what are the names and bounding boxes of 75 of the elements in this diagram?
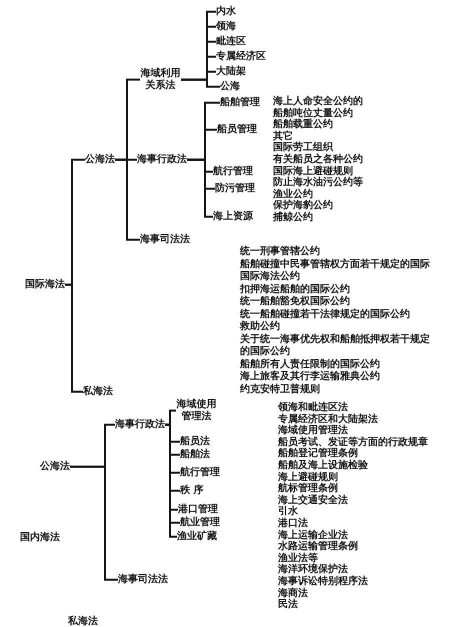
branch-label: 船舶管理 (220, 97, 260, 109)
branch-label: 航业管理 (180, 517, 220, 529)
list-item-text: 海洋环境保护法 (278, 564, 348, 576)
list-item-text: 渔业法等 (278, 552, 318, 564)
list-item-text: 救助公约 (240, 321, 280, 334)
branch-label: 海事行政法 (137, 154, 187, 166)
list-item-text: 扣押海运船舶的国际公约 (240, 284, 350, 296)
branch-label: 防污管理 (215, 183, 255, 195)
list-item-text: 防止海水油污公约等 (273, 177, 363, 188)
bracket-line (181, 78, 220, 88)
list-item-text: 统一船舶豁免权国际公约 (240, 296, 350, 308)
branch-label: 国际海法 (25, 279, 65, 291)
branch-label: 大陆架 (216, 66, 246, 78)
branch-label: 海域利用关系法 (140, 68, 181, 92)
list-item-text: 海上人命安全公约的 (273, 96, 363, 108)
list-item-text: 约克安特卫普规则 (240, 384, 320, 396)
bracket-line (115, 158, 140, 241)
category-label: 私海法 (68, 616, 98, 627)
branch-label: 渔业矿藏 (177, 531, 217, 543)
list-item-text: 国际劳工组织 (273, 142, 333, 154)
list-item-text: 船员考试、发证等方面的行政规章 (278, 436, 428, 448)
bracket-line (187, 158, 213, 218)
branch-label: 内水 (216, 6, 236, 18)
list-item-text: 捕鲸公约 (273, 212, 313, 224)
list-item-text: 民法 (278, 599, 298, 611)
branch-label: 秩 序 (180, 485, 204, 497)
list-item-text: 船舶及海上设施检验 (278, 460, 368, 472)
list-item-text: 船舶碰撞中民事管辖权方面若干规定的国际 (240, 258, 430, 270)
branch-label: 专属经济区 (216, 51, 266, 63)
category-label: 国内海法 (20, 532, 60, 544)
branch-label: 海事行政法 (115, 419, 165, 431)
list-item-text: 海上旅客及其行李运输雅典公约 (240, 371, 380, 383)
branch-label: 船舶法 (180, 449, 210, 461)
list-item-text: 海事诉讼特别程序法 (278, 576, 368, 587)
branch-label: 航行管理 (213, 166, 253, 178)
branch-label: 公海 (220, 81, 240, 93)
list-item-text: 国际海上避碰规则 (273, 166, 353, 177)
branch-label: 毗连区 (216, 36, 246, 48)
branch-label: 公海法 (85, 154, 115, 166)
list-item-text: 渔业公约 (273, 188, 313, 200)
list-item-text: 专属经济区和大陆架法 (278, 414, 378, 425)
list-item-text: 领海和毗连区法 (278, 402, 348, 413)
branch-label: 海域使用管理法 (176, 399, 217, 422)
list-item-text: 船舶吨位丈量公约 (273, 108, 353, 119)
list-item-text: 统一船舶碰撞若干法律规定的国际公约 (240, 308, 410, 320)
list-item-text: 海上避碰规则 (278, 472, 338, 483)
branch-label: 港口管理 (178, 504, 218, 516)
list-item-text: 海商法 (278, 588, 308, 598)
list-item-text: 统一刑事管辖公约 (240, 246, 320, 258)
list-item-text: 水路运输管理条例 (278, 541, 358, 552)
bracket-line (65, 284, 83, 393)
branch-label: 海上资源 (213, 211, 253, 223)
branch-label: 领海 (216, 21, 236, 33)
branch-label: 海事司法法 (118, 574, 168, 586)
branch-label: 船员法 (180, 436, 210, 448)
list-item-text: 关于统一海事优先权和船舶抵押权若干规定的国际公约 (240, 334, 431, 358)
list-item-text: 海上交通安全法 (278, 494, 348, 506)
branch-label: 航行管理 (180, 467, 220, 479)
list-item-text: 船舶所有人责任限制的国际公约 (240, 358, 380, 370)
branch-label: 船员管理 (217, 124, 257, 136)
branch-label: 海事司法法 (140, 234, 190, 246)
list-item-text: 有关船员之各种公约 (273, 154, 363, 166)
bracket-line (70, 466, 118, 581)
branch-label: 公海法 (40, 461, 70, 473)
list-item-text: 引水 (278, 506, 298, 518)
list-item-text: 航标管理条例 (278, 483, 338, 494)
list-item-text: 国际海法公约 (240, 271, 300, 284)
list-item-text: 其它 (273, 130, 293, 142)
list-item-text: 船舶登记管理条例 (278, 448, 358, 460)
list-item-text: 港口法 (278, 518, 308, 530)
list-item-text: 海域使用管理法 (278, 425, 348, 436)
list-item-text: 保护海豹公约 (273, 200, 333, 212)
list-item-text: 海上运输企业法 (278, 530, 348, 541)
list-item-text: 船舶载重公约 (273, 119, 333, 130)
branch-label: 私海法 (83, 386, 113, 398)
